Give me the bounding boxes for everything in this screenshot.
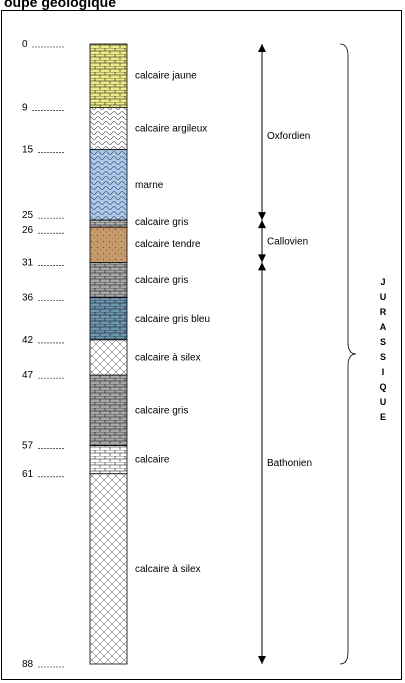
layer-label: calcaire [135, 455, 170, 466]
layer-label: calcaire à silex [135, 564, 201, 575]
depth-tick-label: 57 [22, 441, 34, 452]
depth-tick-label: 25 [22, 210, 34, 221]
depth-tick-label: 36 [22, 293, 34, 304]
stage-label: Bathonien [267, 458, 312, 469]
depth-tick-label: 47 [22, 370, 34, 381]
depth-ticks: 0 9 15 25 26 31 36 42 47 57 61 88 [22, 39, 65, 670]
layer-pattern [90, 44, 127, 108]
period-letter: I [382, 367, 385, 377]
layer-label: calcaire gris [135, 275, 188, 286]
layer-pattern [90, 149, 127, 221]
layer-label: calcaire gris [135, 405, 188, 416]
depth-tick-label: 0 [22, 39, 28, 50]
layer-pattern [90, 227, 127, 263]
depth-tick-label: 61 [22, 469, 34, 480]
depth-tick-label: 9 [22, 102, 28, 113]
layer-label: marne [135, 180, 164, 191]
period-letter: A [380, 322, 387, 332]
depth-tick-label: 26 [22, 225, 34, 236]
layer-label: calcaire tendre [135, 239, 201, 250]
period-letter: Q [379, 382, 386, 392]
layer-label: calcaire gris bleu [135, 314, 210, 325]
layer-pattern [90, 445, 127, 474]
stage-label: Oxfordien [267, 131, 310, 142]
depth-tick-label: 15 [22, 145, 34, 156]
page-title: oupe géologique [4, 0, 116, 10]
arrow-down-icon [258, 656, 266, 664]
depth-tick-label: 42 [22, 335, 34, 346]
period-letter: R [380, 307, 387, 317]
layer-pattern [90, 375, 127, 446]
arrow-up-icon [258, 262, 266, 271]
layer-pattern [90, 107, 127, 150]
figure-frame [1, 10, 402, 680]
period-letter: E [380, 412, 386, 422]
period-letter: S [380, 352, 386, 362]
arrow-up-icon [258, 44, 266, 52]
depth-tick-label: 88 [22, 659, 34, 670]
layer-label: calcaire jaune [135, 71, 197, 82]
layer-label: calcaire argileux [135, 124, 207, 135]
layer-labels: calcaire jaune calcaire argileux marne calc… [135, 71, 210, 575]
period-letter: S [380, 337, 386, 347]
curly-brace [339, 43, 357, 665]
stage-label: Callovien [267, 236, 308, 247]
period-letter: J [380, 277, 385, 287]
period-letter: U [380, 292, 387, 302]
period-letter: U [380, 397, 387, 407]
layer-pattern [90, 262, 127, 298]
layer-label: calcaire à silex [135, 353, 201, 364]
arrow-down-icon [258, 212, 266, 221]
layer-pattern [90, 297, 127, 340]
depth-tick-label: 31 [22, 257, 34, 268]
layer-label: calcaire gris [135, 217, 188, 228]
layer-pattern [90, 339, 127, 376]
arrow-down-icon [258, 254, 266, 263]
layer-pattern [90, 473, 127, 664]
arrow-up-icon [258, 220, 266, 229]
layer-pattern [90, 220, 127, 228]
layers [89, 43, 128, 665]
